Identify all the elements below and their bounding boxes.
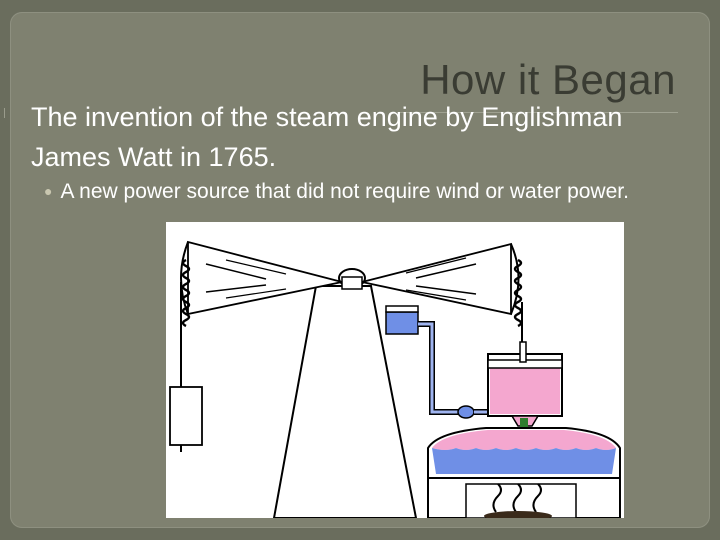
- steam-valve: [520, 418, 528, 428]
- valve: [457, 405, 475, 419]
- bullet-icon: ●: [44, 183, 53, 199]
- chain-left: [181, 258, 191, 328]
- slide-title: How it Began: [420, 56, 676, 103]
- steam-engine-illustration: [166, 222, 624, 518]
- chain-right: [513, 258, 523, 328]
- flame-2: [512, 483, 522, 513]
- steam-in-cylinder: [490, 366, 560, 414]
- panel-corner-mark: [4, 108, 11, 118]
- bullet-text: A new power source that did not require …: [60, 180, 629, 203]
- coal: [484, 511, 552, 518]
- boiler-steam: [432, 430, 616, 450]
- pivot-block: [341, 276, 363, 290]
- flame-3: [532, 483, 542, 513]
- boiler-water: [432, 448, 616, 474]
- flame-1: [492, 483, 502, 513]
- main-text: The invention of the steam engine by Eng…: [31, 102, 623, 172]
- bullet-item: ● A new power source that did not require…: [44, 178, 694, 207]
- title-underline: [400, 112, 678, 113]
- beam-right: [361, 242, 512, 316]
- water-tank: [385, 311, 419, 335]
- counterweight: [169, 386, 203, 446]
- steam-engine-svg: [169, 240, 621, 518]
